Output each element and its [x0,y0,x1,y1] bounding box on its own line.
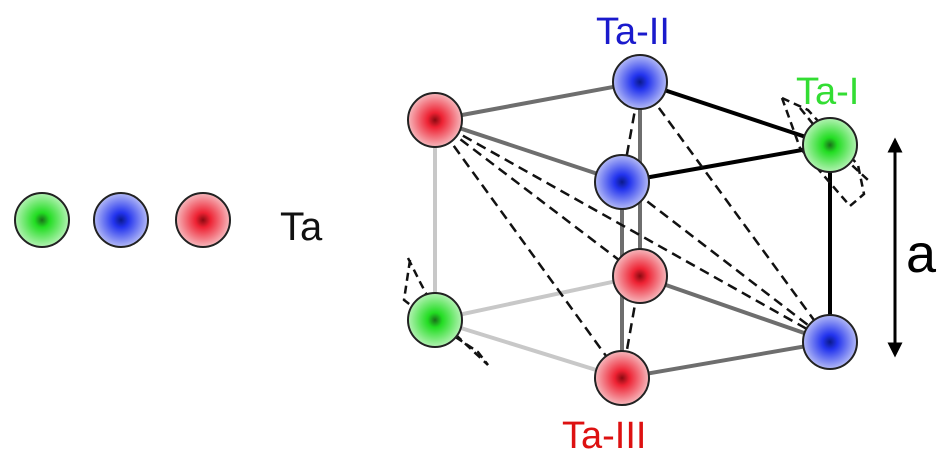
edge-top-back [434,80,641,122]
atom-blue-ta-ii [612,54,668,110]
legend-label: Ta [280,205,323,249]
green-bl-displacement [402,257,489,366]
ta-i-displacement [780,96,869,208]
label-ta-i: Ta-I [796,71,859,113]
atom-blue-bottom-right [802,314,858,370]
edge-top-right-front [621,143,831,184]
edge-bottom-front [621,340,831,380]
atom-green-bottom-left [407,292,463,348]
atom-red-ta-iii [594,350,650,406]
back-edges [433,120,641,380]
edge-bottom-right [639,274,831,344]
legend-blue-atom [93,192,149,248]
edge-top-right-back [639,80,831,147]
legend-red-atom [175,192,231,248]
edge-top-left [434,118,623,184]
front-edges [621,80,832,342]
lattice-parameter: a [887,137,937,358]
legend: Ta [14,192,323,249]
dashed-bonds [433,81,832,379]
atom-red-top-left [407,92,463,148]
label-ta-iii: Ta-III [562,415,646,455]
lattice-parameter-label: a [906,224,937,284]
legend-green-atom [14,192,70,248]
atoms [407,54,858,406]
atom-blue-middle [594,154,650,210]
edge-back-bottom-left [434,318,623,380]
atom-green-ta-i [802,117,858,173]
edge-back-bottom-right [434,274,641,322]
label-ta-ii: Ta-II [596,11,670,53]
atom-red-middle [612,248,668,304]
